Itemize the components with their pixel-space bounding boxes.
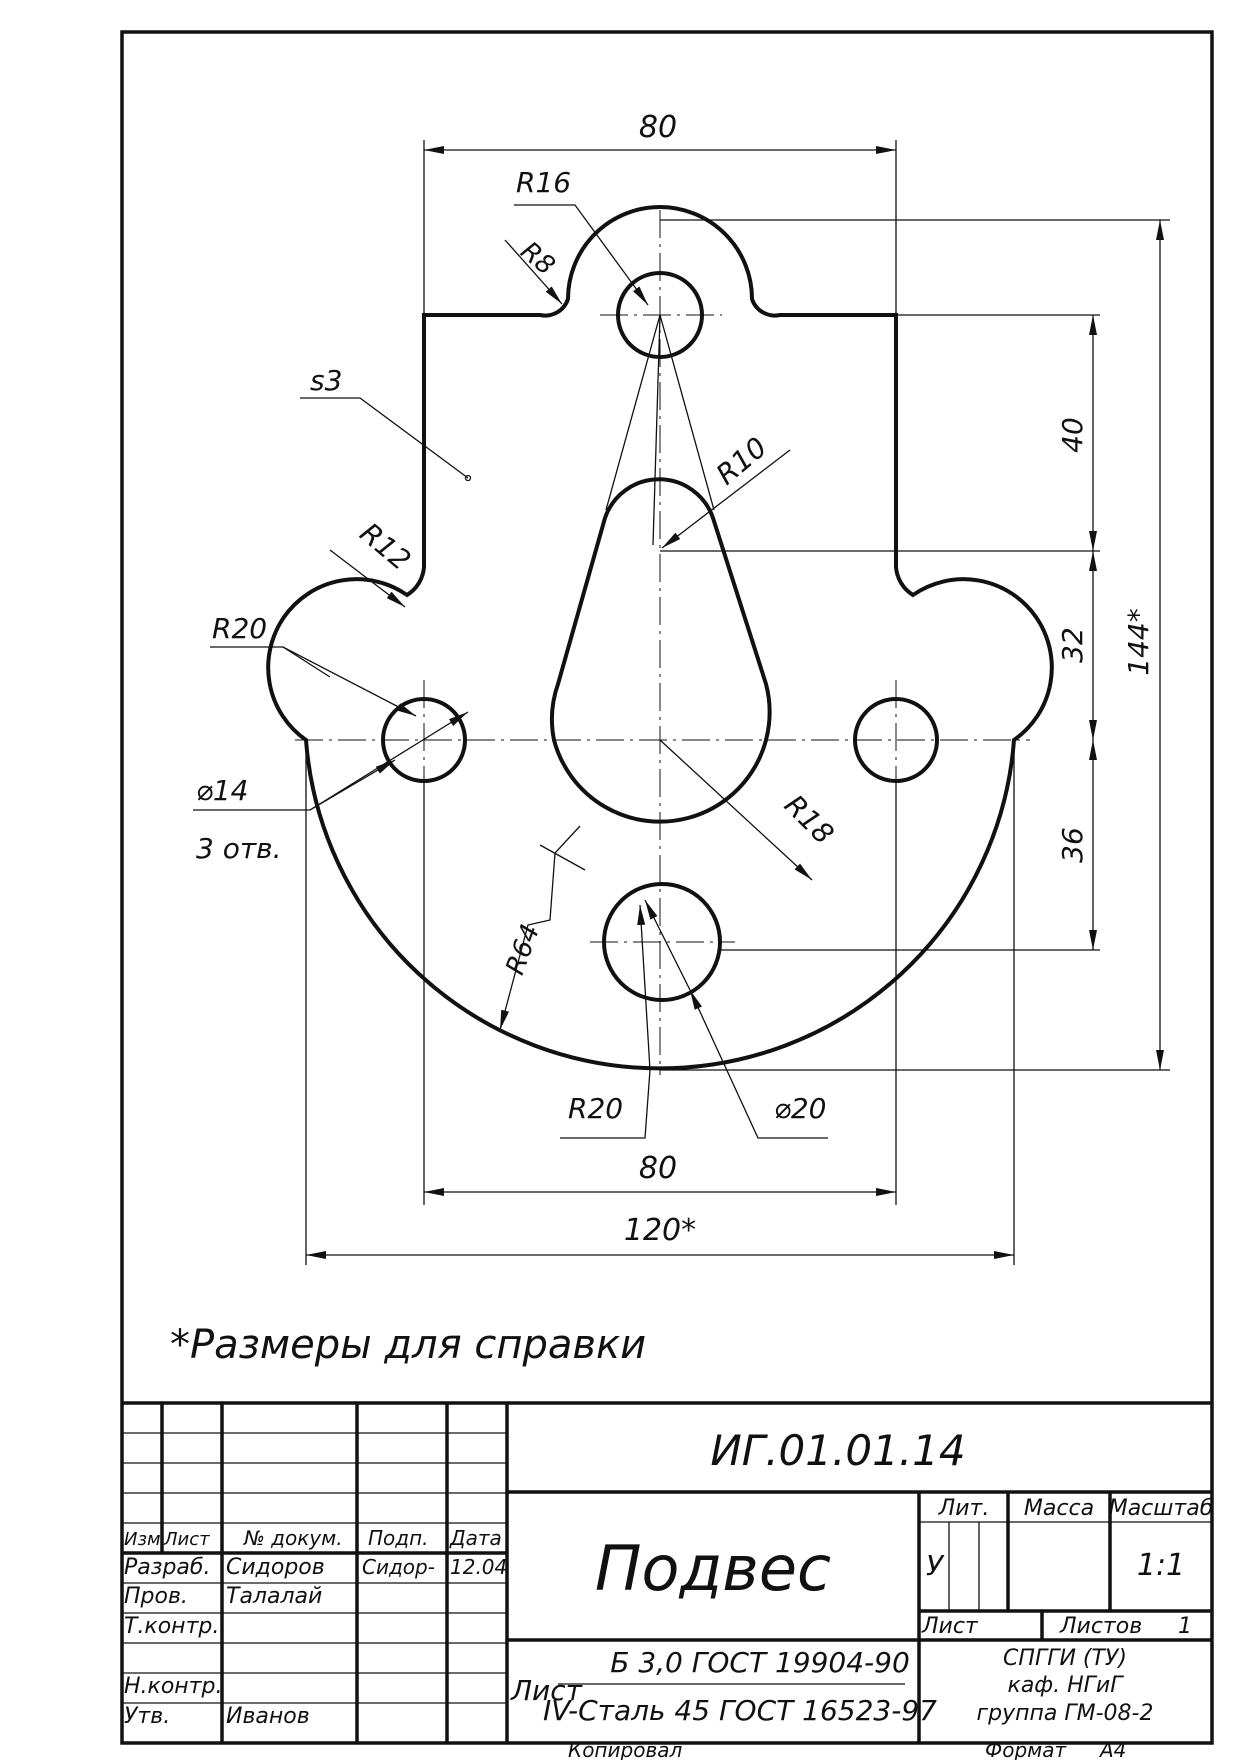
material-label: Лист xyxy=(510,1674,583,1707)
dim-r20-left: R20 xyxy=(212,612,267,645)
teardrop-slot xyxy=(550,477,772,824)
header-doc-no: № докум. xyxy=(243,1526,343,1550)
role-approver: Утв. xyxy=(124,1704,170,1729)
signature: Сидор- xyxy=(362,1555,435,1579)
dimension-lines xyxy=(193,140,1170,1265)
dim-total-height: 144* xyxy=(1122,608,1155,675)
dim-phi20: ⌀20 xyxy=(774,1092,827,1125)
material-line2: IV-Сталь 45 ГОСТ 16523-97 xyxy=(543,1694,937,1727)
role-tech-control: Т.контр. xyxy=(124,1614,219,1639)
footer-format-value: А4 xyxy=(1098,1738,1126,1760)
dim-r20-bottom: R20 xyxy=(568,1092,623,1125)
header-list: Лист xyxy=(163,1529,210,1550)
scale-value: 1:1 xyxy=(1137,1548,1185,1583)
name-checker: Талалай xyxy=(226,1584,322,1609)
center-lines xyxy=(295,210,1030,1075)
org-line2: каф. НГиГ xyxy=(1008,1673,1125,1698)
dim-phi14: ⌀14 xyxy=(196,774,249,807)
org-line3: группа ГМ-08-2 xyxy=(977,1701,1154,1726)
dim-s3: s3 xyxy=(310,364,342,397)
name-developer: Сидоров xyxy=(226,1555,325,1580)
dim-holes-count: 3 отв. xyxy=(196,832,282,865)
dimension-labels: 80 R16 R8 s3 R10 R12 R20 ⌀14 3 отв. R18 … xyxy=(196,110,1155,1248)
dim-r10: R10 xyxy=(710,431,773,492)
dim-r12: R12 xyxy=(354,516,417,577)
role-developer: Разраб. xyxy=(124,1555,210,1580)
dim-r64: R64 xyxy=(500,920,546,978)
header-mass: Масса xyxy=(1024,1496,1094,1521)
dim-h32: 32 xyxy=(1056,627,1089,663)
sheets-label: Листов xyxy=(1059,1614,1142,1639)
dim-h36: 36 xyxy=(1056,827,1089,863)
lit-value: У xyxy=(926,1549,945,1582)
role-checker: Пров. xyxy=(124,1584,188,1609)
header-sign: Подп. xyxy=(368,1526,429,1550)
footer-copied: Копировал xyxy=(568,1738,682,1760)
date-value: 12.04 xyxy=(450,1555,507,1579)
dim-r18: R18 xyxy=(778,788,840,850)
header-date: Дата xyxy=(449,1526,502,1550)
dim-r8: R8 xyxy=(514,236,560,281)
header-izm: Изм xyxy=(124,1529,161,1550)
title-block-text: ИГ.01.01.14 Подвес Изм Лист № докум. Под… xyxy=(124,1426,1213,1729)
title-block xyxy=(122,1401,1212,1743)
dim-top-width: 80 xyxy=(639,110,677,145)
header-lit: Лит. xyxy=(938,1496,990,1521)
material-line1: Б 3,0 ГОСТ 19904-90 xyxy=(610,1646,910,1679)
name-approver: Иванов xyxy=(226,1704,310,1729)
dim-h40: 40 xyxy=(1056,417,1089,453)
org-line1: СПГГИ (ТУ) xyxy=(1003,1646,1127,1671)
dim-total-width: 120* xyxy=(624,1213,696,1248)
reference-note: *Размеры для справки xyxy=(170,1322,646,1368)
sheet-frame xyxy=(120,30,1214,1745)
footer-format-label: Формат xyxy=(985,1738,1067,1760)
part-name: Подвес xyxy=(595,1532,831,1605)
header-scale: Масштаб xyxy=(1109,1496,1214,1521)
sheet-label: Лист xyxy=(921,1614,979,1639)
sheets-value: 1 xyxy=(1178,1614,1192,1639)
doc-code: ИГ.01.01.14 xyxy=(710,1426,965,1475)
dim-bottom-width: 80 xyxy=(639,1151,677,1186)
dim-r16: R16 xyxy=(516,166,571,199)
role-norm-control: Н.контр. xyxy=(124,1674,222,1699)
